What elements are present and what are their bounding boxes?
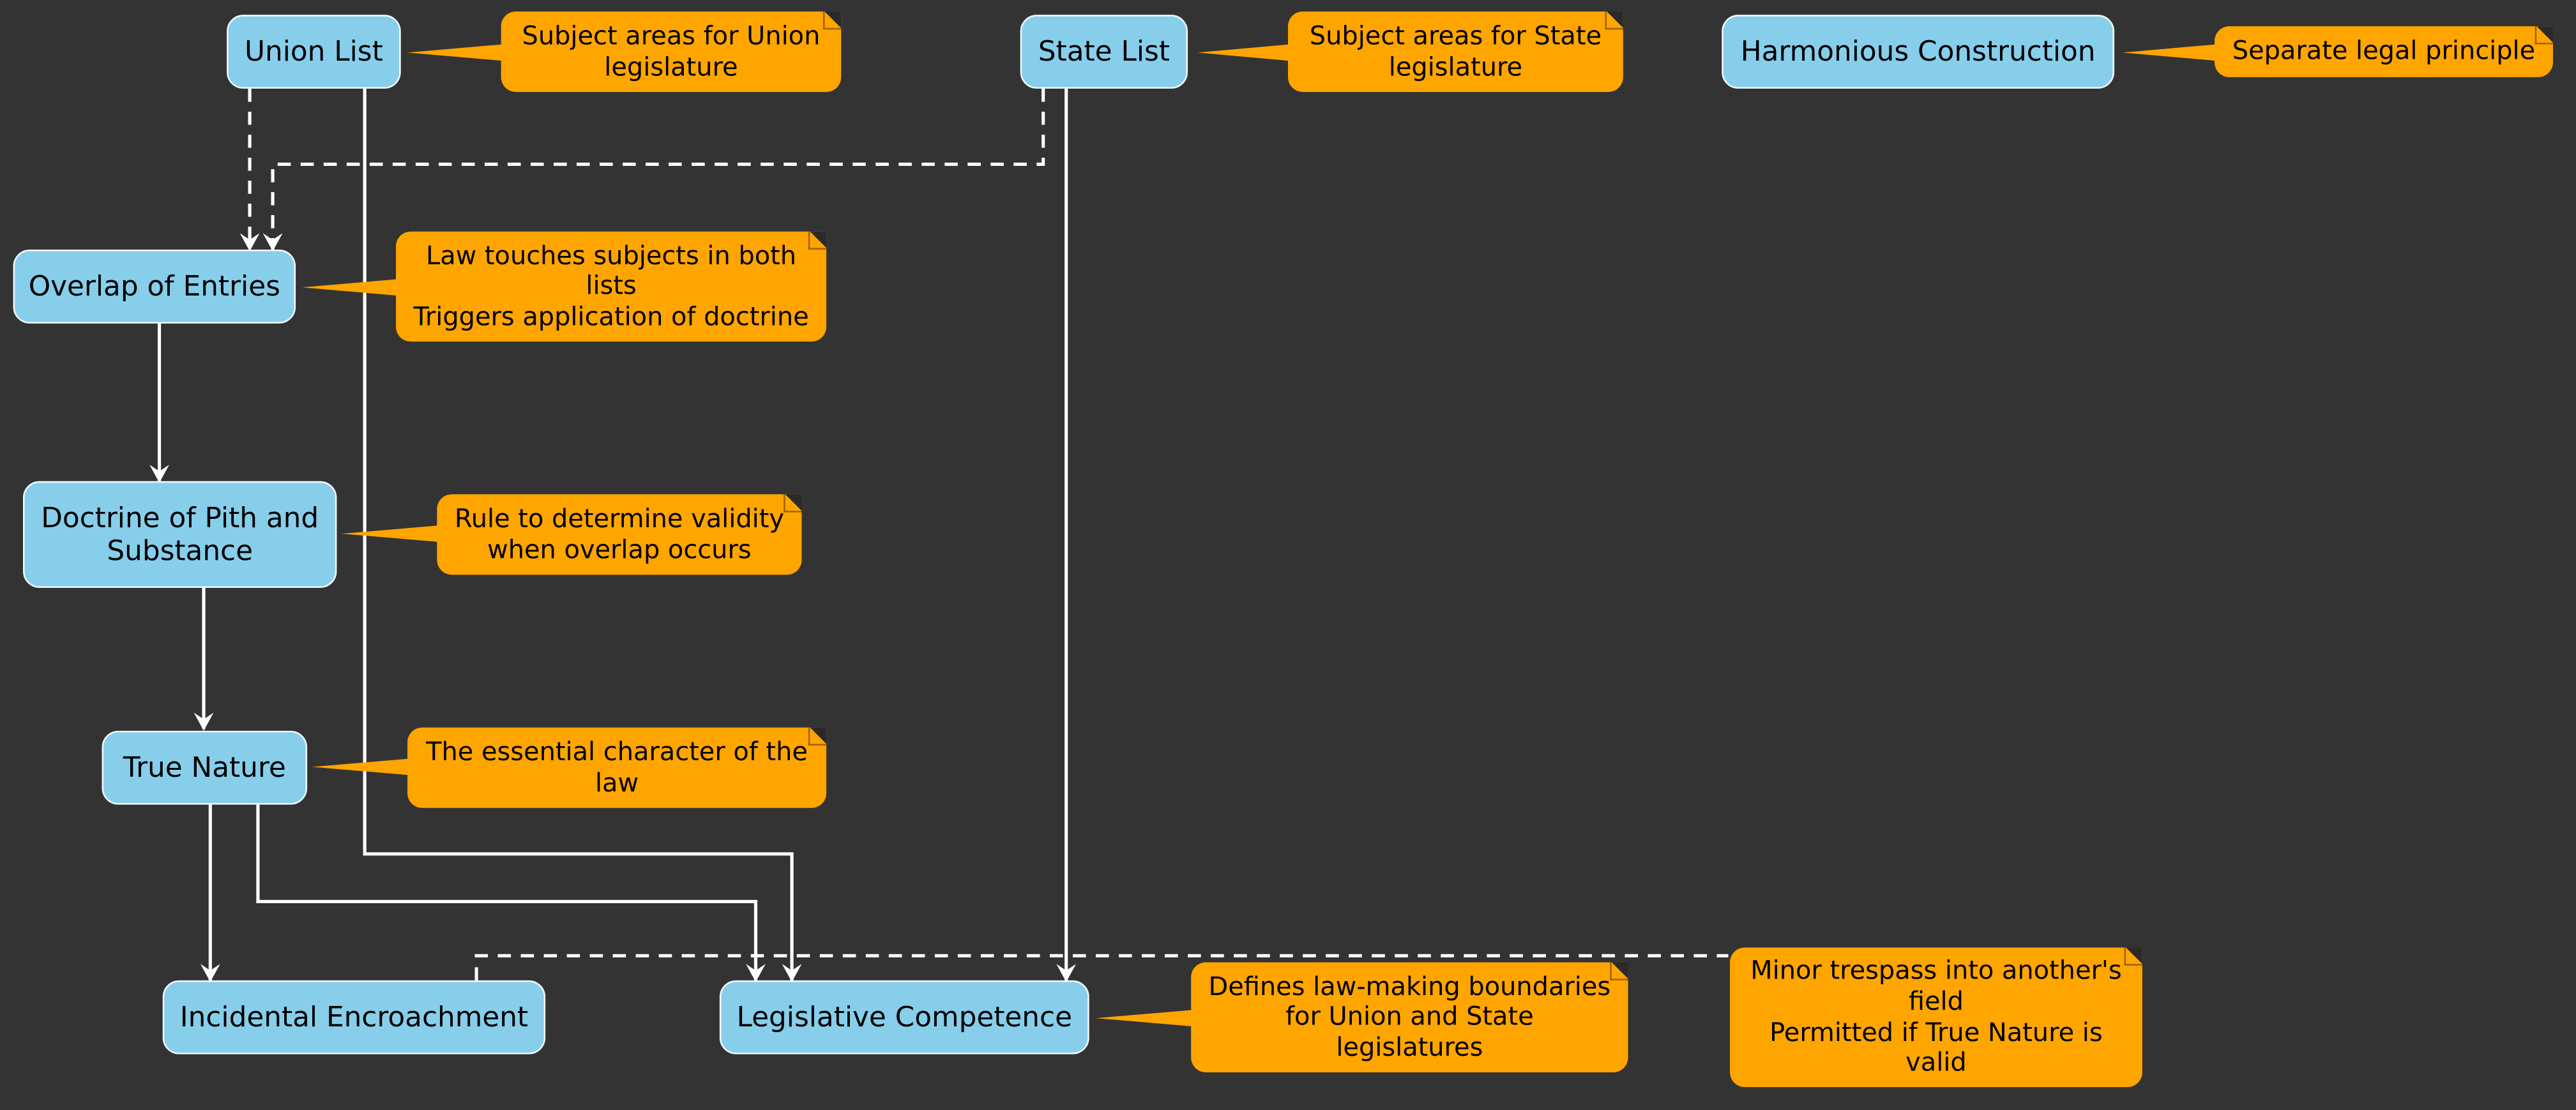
incidental-note-connector bbox=[474, 954, 1729, 980]
node-true-nature: True Nature bbox=[102, 730, 308, 805]
pointer-harmonious bbox=[2122, 44, 2216, 61]
pointer-state-list bbox=[1197, 44, 1290, 61]
note-legislative-competence: Defines law-making boundaries for Union … bbox=[1191, 962, 1628, 1072]
note-union-list: Subject areas for Union legislature bbox=[501, 11, 842, 93]
pointer-overlap bbox=[302, 279, 398, 296]
edge-true-nature-to-competence bbox=[256, 804, 766, 982]
pointer-union-list bbox=[407, 44, 503, 61]
node-pith-and-substance: Doctrine of Pith and Substance bbox=[23, 481, 337, 589]
pointer-pith bbox=[342, 525, 439, 542]
node-harmonious-construction: Harmonious Construction bbox=[1722, 15, 2115, 89]
note-incidental-encroachment: Minor trespass into another's field Perm… bbox=[1730, 947, 2142, 1088]
node-state-list: State List bbox=[1020, 15, 1188, 89]
node-legislative-competence: Legislative Competence bbox=[719, 980, 1089, 1054]
pointer-true-nature bbox=[312, 758, 409, 776]
note-state-list: Subject areas for State legislature bbox=[1287, 11, 1623, 93]
edge-union-to-competence bbox=[363, 88, 802, 982]
note-pith-and-substance: Rule to determine validity when overlap … bbox=[437, 494, 802, 575]
note-overlap-of-entries: Law touches subjects in both lists Trigg… bbox=[396, 231, 827, 342]
node-union-list: Union List bbox=[227, 15, 401, 89]
pointer-competence bbox=[1095, 1010, 1193, 1026]
note-harmonious-construction: Separate legal principle bbox=[2214, 26, 2553, 77]
note-true-nature: The essential character of the law bbox=[407, 727, 827, 808]
node-overlap-of-entries: Overlap of Entries bbox=[13, 250, 296, 324]
node-incidental-encroachment: Incidental Encroachment bbox=[162, 980, 546, 1054]
edge-state-to-overlap bbox=[262, 88, 1045, 251]
note-pointers bbox=[302, 44, 2216, 1026]
